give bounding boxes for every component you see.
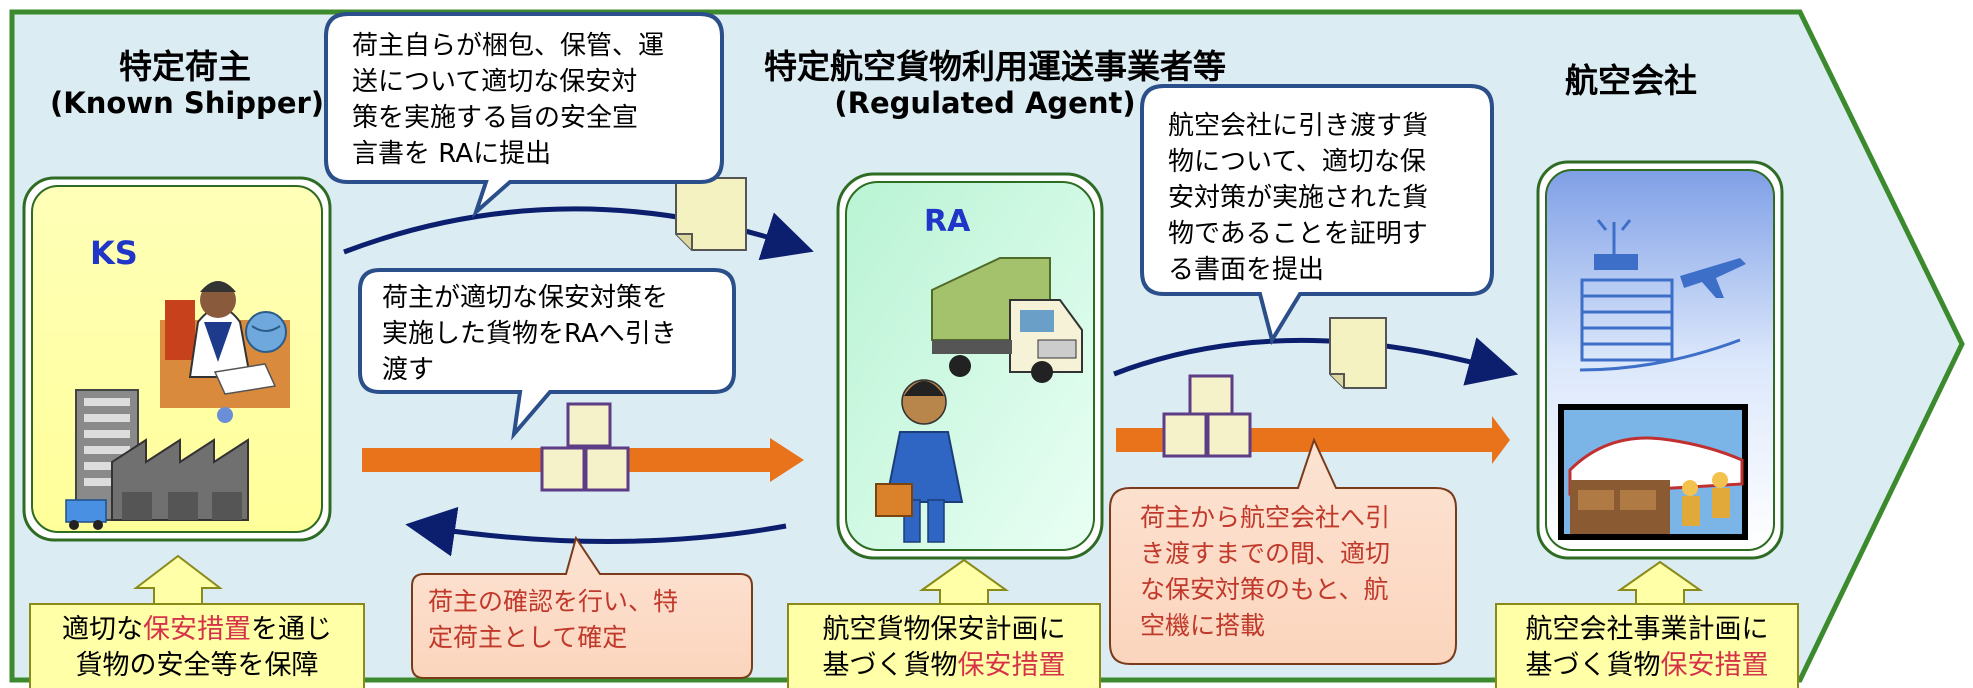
ra-badge: RA: [924, 204, 971, 239]
airport-tower-icon: [1579, 219, 1741, 372]
delivery-truck-icon: [931, 257, 1083, 383]
handover-bubble-shape: [358, 268, 736, 441]
shipper-bottom-box: [29, 554, 365, 688]
confirm-flow-arrow: [405, 506, 787, 557]
agent-bottom-box: [787, 558, 1101, 688]
airline-bottom-box: [1495, 560, 1799, 688]
confirm-bubble-shape: [411, 535, 753, 679]
agent-subtitle: (Regulated Agent): [834, 86, 1136, 120]
businessman-at-desk-icon: [160, 281, 290, 423]
agent-bottom-text: 航空貨物保安計画に 基づく貨物保安措置: [822, 614, 1066, 681]
document-icon: [1329, 317, 1387, 389]
airline-title: 航空会社: [1565, 61, 1697, 100]
agent-title: 特定航空貨物利用運送事業者等: [764, 47, 1226, 86]
airline-bottom-text: 航空会社事業計画に 基づく貨物保安措置: [1525, 614, 1769, 681]
shipper-subtitle: (Known Shipper): [50, 86, 325, 120]
ks-badge: KS: [90, 234, 138, 272]
handover-bubble-text: 荷主が適切な保安対策を 実施した貨物をRAへ引き 渡す: [382, 283, 677, 385]
certify-flow-arrow: [1113, 337, 1519, 386]
shipper-title: 特定荷主: [119, 47, 251, 86]
loading-bubble-text: 荷主から航空会社へ引 き渡すまでの間、適切 な保安対策のもと、航 空機に搭載: [1140, 503, 1391, 640]
cargo-boxes-icon: [1162, 374, 1252, 458]
shipper-bottom-text: 適切な保安措置を通じ 貨物の安全等を保障: [62, 614, 332, 681]
cargo-boxes-icon: [540, 402, 630, 492]
airplane-icon: [1680, 258, 1746, 298]
certify-bubble-text: 航空会社に引き渡す貨 物について、適切な保 安対策が実施された貨 物であることを…: [1168, 111, 1429, 285]
declaration-bubble-shape: [324, 12, 724, 219]
certify-bubble-shape: [1140, 84, 1494, 346]
confirm-bubble-text: 荷主の確認を行い、特 定荷主として確定: [428, 587, 679, 652]
loading-bubble-shape: [1109, 437, 1457, 665]
document-icon: [675, 177, 747, 251]
declaration-bubble-text: 荷主自らが梱包、保管、運 送について適切な保安対 策を実施する旨の安全宣 言書を…: [352, 31, 665, 169]
agent-person-icon: [875, 379, 964, 543]
aircraft-loading-icon: [1558, 404, 1748, 540]
factory-building-icon: [65, 389, 249, 530]
